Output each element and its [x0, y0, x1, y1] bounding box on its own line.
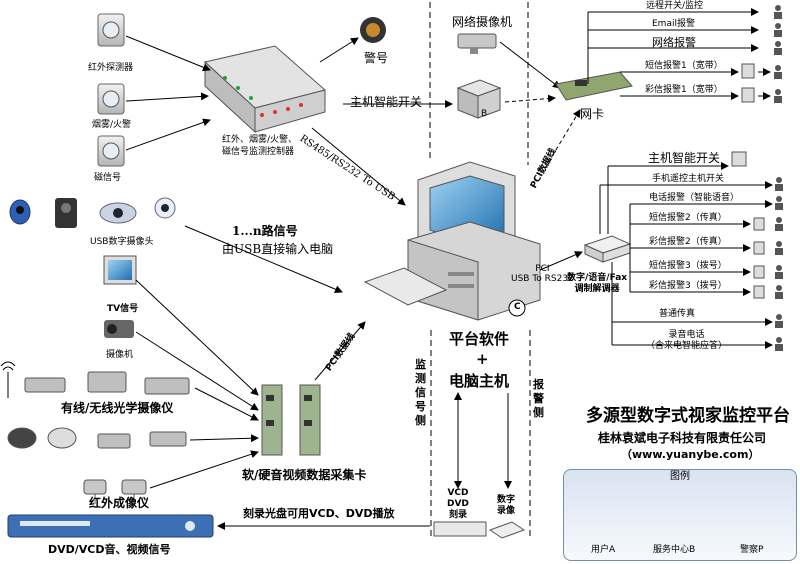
- dvd-player-label: DVD/VCD音、视频信号: [48, 543, 171, 556]
- net-out-4: 彩信报警1（宽带）: [645, 85, 723, 95]
- legend-panel: 图例: [563, 469, 797, 561]
- video-arrows: [135, 279, 366, 489]
- usb-cameras-icon: [9, 197, 176, 228]
- network-output-lines: [587, 8, 771, 100]
- modem-in-arrow: [539, 251, 583, 271]
- modem-output-lines: [599, 162, 773, 349]
- smoke-detector-icon: [97, 83, 125, 115]
- switch-arrow: [504, 94, 556, 103]
- computer-icon: [363, 161, 541, 321]
- digital-recorder-label: 数字 录像: [497, 495, 516, 516]
- magnetic-label: 磁信号: [94, 173, 122, 183]
- host-switch-icon: [456, 79, 502, 119]
- modem-out-0: 手机遥控主机开关: [652, 174, 725, 184]
- sensor-arrows: [125, 35, 406, 206]
- network-camera-icon: [457, 33, 497, 54]
- alarm-siren-label: 警号: [364, 51, 389, 65]
- modem-out-3: 彩信报警2（传真）: [649, 237, 727, 247]
- capture-cards-icon: [261, 384, 321, 456]
- camcorder-label: 摄像机: [106, 350, 134, 360]
- c-badge-label: C: [514, 302, 521, 312]
- usb-signal-line1: 1...n路信号: [232, 224, 298, 238]
- smoke-fire-label: 烟雾/火警: [92, 120, 132, 130]
- legend-police-label: 警察P: [740, 545, 764, 555]
- alarm-side-label: 报 警 侧: [533, 378, 544, 419]
- legend-user-label: 用户A: [591, 545, 616, 555]
- website-label: （www.yuanybe.com）: [621, 448, 760, 461]
- modem-out-1: 电话报警（智能语音）: [649, 193, 740, 203]
- pci-right-arrow: [544, 109, 581, 169]
- legend-title: 图例: [670, 471, 690, 482]
- user-icons-right: [775, 177, 783, 351]
- network-card-icon: [555, 71, 633, 101]
- camcorder-icon: [104, 320, 134, 338]
- modem-icon: [583, 235, 632, 263]
- platform-plus: +: [476, 350, 489, 368]
- user-icons-top: [774, 5, 782, 103]
- c-badge-icon: [508, 299, 526, 317]
- modem-out-5: 彩信报警3（拨号）: [649, 281, 727, 291]
- net-out-0: 远程开关/监控: [646, 1, 704, 11]
- controller-box-icon: [203, 45, 327, 134]
- pci-usb-label: PCI USB To RS232: [511, 264, 574, 284]
- infrared-cameras-icon: [83, 479, 147, 504]
- magnetic-sensor-icon: [97, 135, 125, 167]
- platform-line2: 电脑主机: [449, 372, 510, 390]
- tv-icon: [103, 255, 137, 285]
- monitor-side-label: 监 测 信 号 侧: [415, 358, 426, 427]
- divider-lines: [429, 2, 531, 540]
- usb-camera-label: USB数字摄像头: [90, 237, 154, 247]
- antenna-icon: [0, 361, 16, 398]
- service-icons-top: [741, 63, 755, 103]
- recorder-icon: [488, 521, 526, 539]
- modem-label: 数字/语音/Fax 调制解调器: [567, 273, 628, 294]
- net-out-3: 短信报警1（宽带）: [645, 61, 723, 71]
- b-badge-top: B: [481, 109, 488, 119]
- network-camera-label: 网络摄像机: [452, 15, 513, 29]
- modem-out-7: 录音电话 （含来电智能应答）: [646, 330, 728, 351]
- host-switch-right-label: 主机智能开关: [648, 151, 721, 165]
- net-cam-arrow: [499, 41, 561, 89]
- modem-out-2: 短信报警2（传真）: [649, 213, 727, 223]
- controller-label: 红外、烟雾/火警、 磁信号监测控制器: [222, 135, 298, 157]
- usb-signal-line2: 由USB直接输入电脑: [222, 242, 334, 256]
- network-card-label: 网卡: [580, 107, 605, 121]
- infrared-detector-label: 红外探测器: [88, 63, 134, 73]
- vcd-dvd-burn-label: VCD DVD 刻录: [447, 488, 469, 520]
- infrared-camera-label: 红外成像仪: [89, 496, 150, 510]
- diagram-title: 多源型数字式视家监控平台: [586, 406, 790, 426]
- infrared-detector-icon: [97, 13, 125, 47]
- optical-cameras-label: 有线/无线光学摄像仪: [61, 401, 174, 415]
- net-out-2: 网络报警: [652, 36, 696, 49]
- net-out-1: Email报警: [652, 19, 695, 29]
- capture-card-label: 软/硬音视频数据采集卡: [242, 468, 367, 482]
- service-icons-right: [731, 151, 765, 299]
- modem-out-6: 普通传真: [659, 309, 696, 319]
- burner-icon: [433, 521, 487, 537]
- legend-service-label: 服务中心B: [653, 545, 696, 555]
- modem-out-4: 短信报警3（拨号）: [649, 261, 727, 271]
- burn-label: 刻录光盘可用VCD、DVD播放: [243, 507, 395, 520]
- siren-icon: [360, 17, 386, 43]
- dvd-player-icon: [7, 514, 214, 538]
- tv-signal-label: TV信号: [107, 304, 139, 314]
- platform-line1: 平台软件: [449, 330, 510, 348]
- host-switch-top-label: 主机智能开关: [350, 95, 423, 109]
- company-name: 桂林袁斌电子科技有限责任公司: [598, 431, 767, 445]
- optical-cameras-icon: [7, 371, 190, 449]
- usb-arrow: [184, 225, 343, 293]
- bottom-arrows: [454, 392, 512, 489]
